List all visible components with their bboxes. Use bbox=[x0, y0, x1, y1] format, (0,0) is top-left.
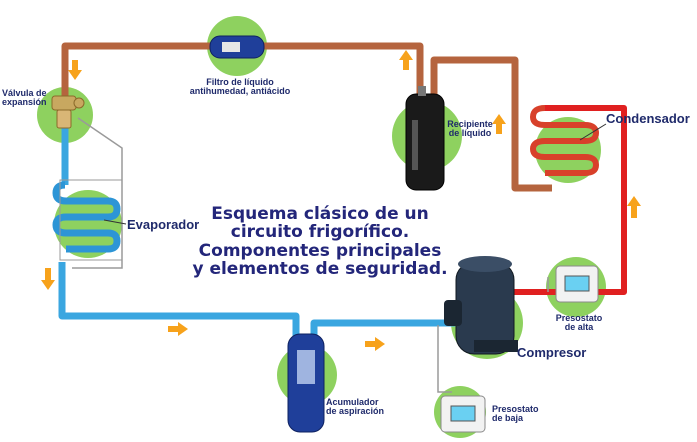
title-line2: circuito frigorífico. bbox=[230, 222, 410, 243]
flow-arrow bbox=[399, 50, 413, 70]
flow-arrow bbox=[68, 60, 82, 80]
compressor-label: Compresor bbox=[517, 345, 587, 360]
flow-arrow bbox=[627, 196, 641, 218]
hp-switch-label: Presostato de alta bbox=[548, 313, 610, 333]
liquid-receiver bbox=[405, 86, 445, 191]
liquid-filter bbox=[209, 35, 265, 59]
suction-pipe-bottom bbox=[58, 262, 300, 336]
title-line1: Esquema clásico de un bbox=[211, 204, 429, 224]
suction-line bbox=[52, 128, 455, 336]
accumulator-label-line1: Acumulador bbox=[326, 397, 379, 407]
hp-switch-label-line1: Presostato bbox=[555, 313, 603, 323]
suction-accumulator bbox=[287, 333, 325, 433]
liquid-line bbox=[61, 42, 552, 192]
evaporator bbox=[59, 179, 123, 261]
accumulator-label: Acumulador de aspiración bbox=[326, 397, 385, 417]
suction-pipe-compressor bbox=[310, 319, 455, 336]
receiver-label-line2: de líquido bbox=[448, 128, 492, 139]
liquid-pipe-condenser bbox=[430, 56, 552, 192]
filter-label-line1: Filtro de líquido bbox=[206, 77, 274, 87]
expansion-valve bbox=[51, 95, 85, 129]
lp-switch-label: Presostato de baja bbox=[492, 404, 539, 424]
condenser-halo bbox=[535, 117, 601, 183]
lp-switch-label-line2: de baja bbox=[492, 413, 524, 424]
condenser-label: Condensador bbox=[606, 111, 690, 126]
valve-label-line1: Válvula de bbox=[2, 88, 47, 98]
evaporator-leader bbox=[103, 219, 127, 225]
condenser-leader bbox=[579, 123, 607, 141]
valve-label-line2: expansión bbox=[2, 97, 47, 108]
flow-arrow bbox=[41, 268, 55, 290]
lp-switch-line bbox=[437, 325, 452, 393]
evaporator-label: Evaporador bbox=[127, 217, 200, 232]
accumulator-label-line2: de aspiración bbox=[326, 406, 385, 417]
receiver-label-line1: Recipiente bbox=[447, 119, 493, 129]
flow-arrows bbox=[41, 50, 641, 351]
flow-arrow bbox=[168, 322, 188, 336]
filter-label-line2: antihumedad, antiácido bbox=[189, 86, 291, 97]
flow-arrow bbox=[492, 114, 506, 134]
flow-arrow bbox=[365, 337, 385, 351]
low-pressure-switch bbox=[440, 395, 486, 433]
title-line4: y elementos de seguridad. bbox=[192, 259, 448, 280]
leader-lines bbox=[103, 123, 607, 225]
filter-label: Filtro de líquido antihumedad, antiácido bbox=[180, 77, 300, 97]
compressor bbox=[444, 256, 518, 355]
condenser-coil bbox=[530, 105, 599, 176]
title-line3: Componentes principales bbox=[198, 240, 442, 261]
lp-switch-label-line1: Presostato bbox=[492, 404, 539, 414]
high-pressure-switch bbox=[555, 265, 599, 303]
valve-label: Válvula de expansión bbox=[2, 88, 47, 108]
hp-switch-label-line2: de alta bbox=[564, 322, 594, 333]
diagram-title: Esquema clásico de un circuito frigorífi… bbox=[185, 204, 455, 280]
receiver-label: Recipiente de líquido bbox=[440, 119, 500, 139]
evaporator-halo bbox=[54, 190, 122, 258]
evaporator-coil bbox=[52, 181, 121, 253]
